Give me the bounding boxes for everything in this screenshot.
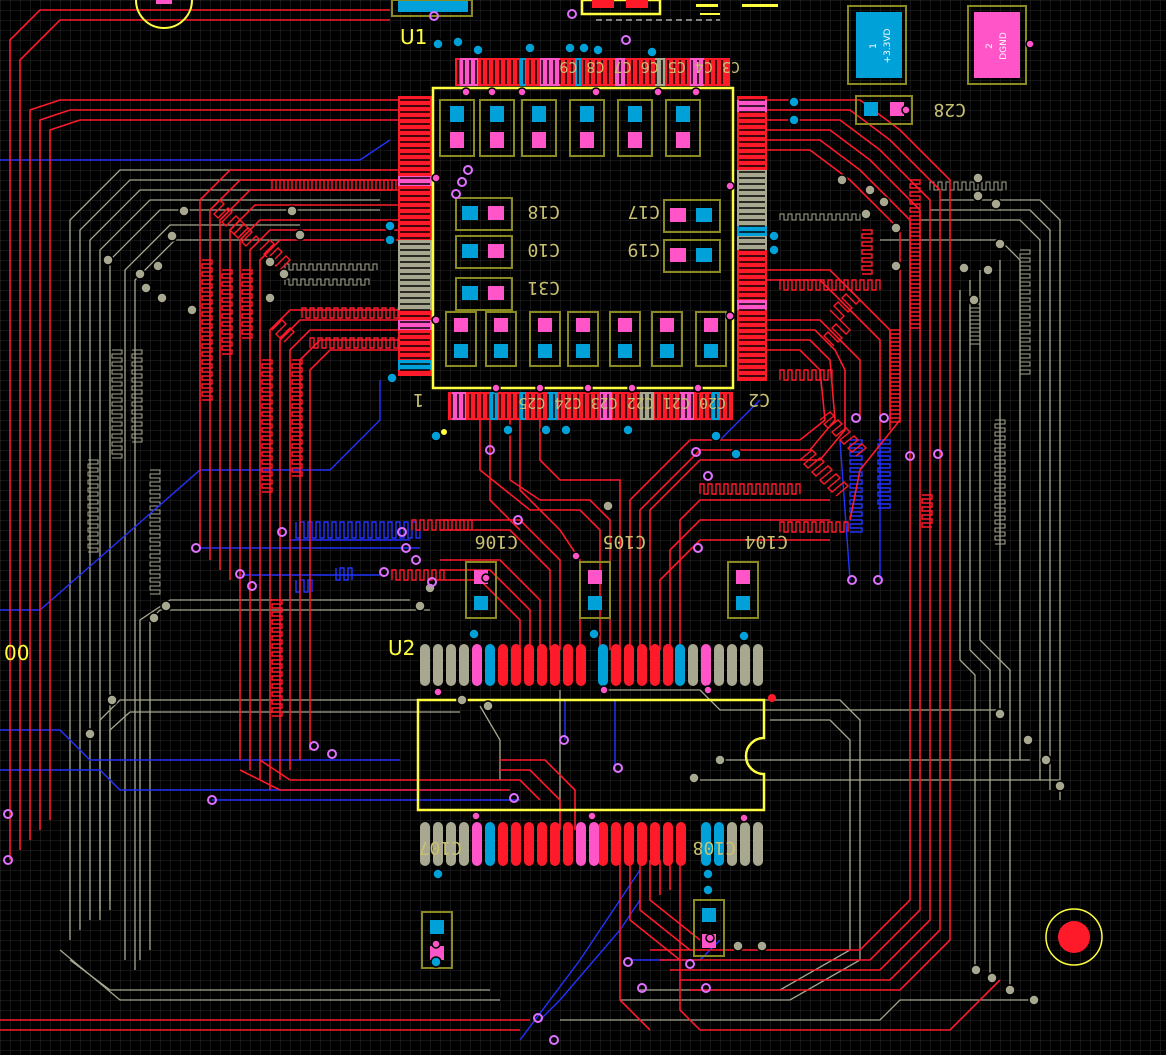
u1-decoupling-caps-bottom[interactable] <box>445 311 727 367</box>
connector-pad2-num: 2 <box>985 43 995 49</box>
u1-top-pad-row[interactable] <box>455 58 730 86</box>
top-edge-parts[interactable] <box>135 0 778 29</box>
designator-u2: U2 <box>388 636 415 660</box>
u2-decoupling-caps[interactable] <box>421 95 913 969</box>
u1-decoupling-caps-top[interactable] <box>439 99 701 157</box>
top-layer-meanders <box>201 179 933 717</box>
silk-c104: C104 <box>745 531 788 552</box>
designator-left-edge: 00 <box>4 641 29 665</box>
marker-yellow-dot <box>441 429 447 435</box>
silk-u1-pin1: 1 <box>413 389 424 410</box>
u2-top-pad-row[interactable] <box>420 644 763 686</box>
designator-u1: U1 <box>400 25 427 49</box>
u1-bottom-pad-row[interactable] <box>448 392 733 420</box>
vias-gray[interactable] <box>84 172 1066 1006</box>
power-connector[interactable] <box>847 5 1027 85</box>
silk-c31: C31 <box>527 277 560 298</box>
silk-c28: C28 <box>933 99 966 120</box>
silk-u1-bottom-row: C20 C21 C22 C23 C24 C25 <box>518 394 726 412</box>
mid-layer-traces[interactable] <box>59 169 1061 1021</box>
silk-c2: C2 <box>748 389 770 410</box>
silk-u1-top-row: C3 C4 C5 C6 C7 C8 C9 <box>559 58 740 76</box>
silk-c105: C105 <box>603 531 646 552</box>
silk-c18: C18 <box>527 201 560 222</box>
mounting-hole[interactable] <box>1045 908 1103 966</box>
vias-pink[interactable] <box>431 39 1035 949</box>
vias-blue[interactable] <box>384 36 800 968</box>
mid-layer-meanders <box>87 181 1031 595</box>
u1-right-pad-column[interactable] <box>737 96 767 381</box>
silk-c17: C17 <box>627 201 660 222</box>
silk-u2-bottom-right: C108 <box>693 837 736 858</box>
marker-red-dot <box>768 694 776 702</box>
u1-left-pad-column[interactable] <box>398 96 432 376</box>
silk-c106: C106 <box>475 531 518 552</box>
connector-pad2-net: DGND <box>999 32 1009 60</box>
silk-c19: C19 <box>627 239 660 260</box>
u2-component-outline[interactable] <box>416 698 766 812</box>
connector-pad1-net: +3.3VD <box>883 28 893 63</box>
u2-bottom-pad-row[interactable] <box>420 822 763 866</box>
u1-decoupling-caps-middle[interactable] <box>455 197 721 311</box>
silk-u2-bottom-left: C107 <box>419 837 462 858</box>
u1-component-outline[interactable] <box>431 86 735 390</box>
vias-outline[interactable] <box>3 9 943 1045</box>
silk-c10: C10 <box>527 239 560 260</box>
connector-pad1-num: 1 <box>869 43 879 49</box>
